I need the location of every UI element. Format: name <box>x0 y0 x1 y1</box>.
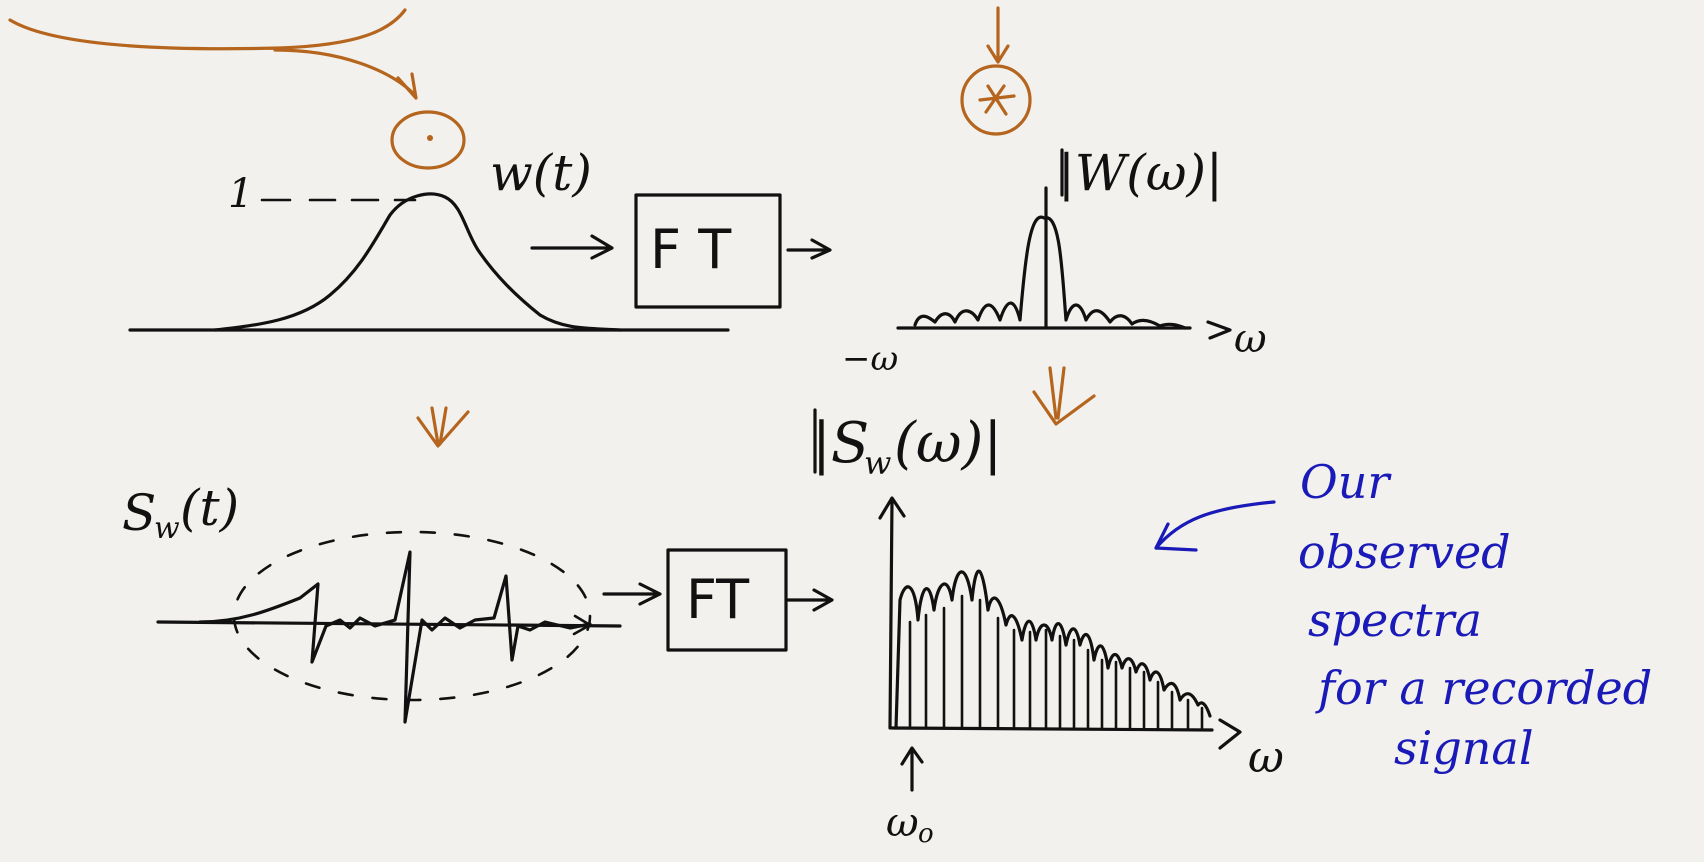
arrow-to-ft-top <box>530 234 614 260</box>
note-line-3: spectra <box>1308 593 1482 647</box>
w-spectrum-axis-arrow <box>1206 320 1232 340</box>
note-arrow <box>1154 500 1276 552</box>
w-of-t-label: w(t) <box>490 144 592 202</box>
omega-zero-subscript: o <box>918 819 934 849</box>
arrow-from-ft-top <box>786 238 832 260</box>
note-line-4: for a recorded <box>1315 661 1652 715</box>
note-line-1: Our <box>1300 455 1392 509</box>
double-down-arrow-right <box>1032 366 1096 426</box>
s-spectrum-y-axis <box>878 496 906 730</box>
abs-s-subscript: w <box>864 444 891 482</box>
omega-axis-bottom-label: ω <box>1248 732 1284 783</box>
ft-box-bottom-label: FT <box>686 568 750 631</box>
window-envelope-dashed <box>232 530 592 702</box>
omega-zero-arrow <box>900 746 924 792</box>
note-line-5: signal <box>1394 721 1534 775</box>
ft-box-top-label: F T <box>650 218 732 281</box>
s-spectrum-x-axis <box>890 718 1242 750</box>
multiply-dot-icon <box>427 135 433 141</box>
curved-arrow-head <box>396 72 418 100</box>
convolve-star-icon <box>978 84 1016 116</box>
multiply-operator-icon <box>390 110 466 170</box>
signal-tail-arrow <box>572 614 592 636</box>
neg-omega-label: −ω <box>842 339 898 379</box>
one-label: 1 <box>228 171 253 217</box>
down-arrow-to-convolve <box>986 6 1010 64</box>
omega-axis-top-label: ω <box>1234 316 1267 362</box>
curved-arrow-to-multiply <box>8 8 417 97</box>
abs-w-label: |W(ω)| <box>1058 144 1223 202</box>
s-w-t-label: S <box>122 484 156 542</box>
ft-box-top <box>634 193 782 309</box>
arrow-from-ft-bottom <box>786 588 834 612</box>
double-down-arrow-left <box>416 406 470 448</box>
window-curve <box>213 192 622 332</box>
s-w-t-subscript: w <box>154 511 180 546</box>
w-spectrum-curve <box>913 215 1187 330</box>
note-line-2: observed <box>1298 525 1511 579</box>
arrow-to-ft-bottom <box>602 582 662 606</box>
abs-s-tail: (ω)| <box>894 411 1002 476</box>
ft-box-bottom <box>666 548 788 652</box>
omega-zero-label: ω <box>886 800 919 846</box>
s-w-t-tail: (t) <box>180 479 239 537</box>
convolve-operator-icon <box>960 64 1032 136</box>
abs-s-label: |S <box>812 411 869 476</box>
s-spectrum-curve <box>894 569 1212 730</box>
windowed-signal <box>198 550 592 724</box>
